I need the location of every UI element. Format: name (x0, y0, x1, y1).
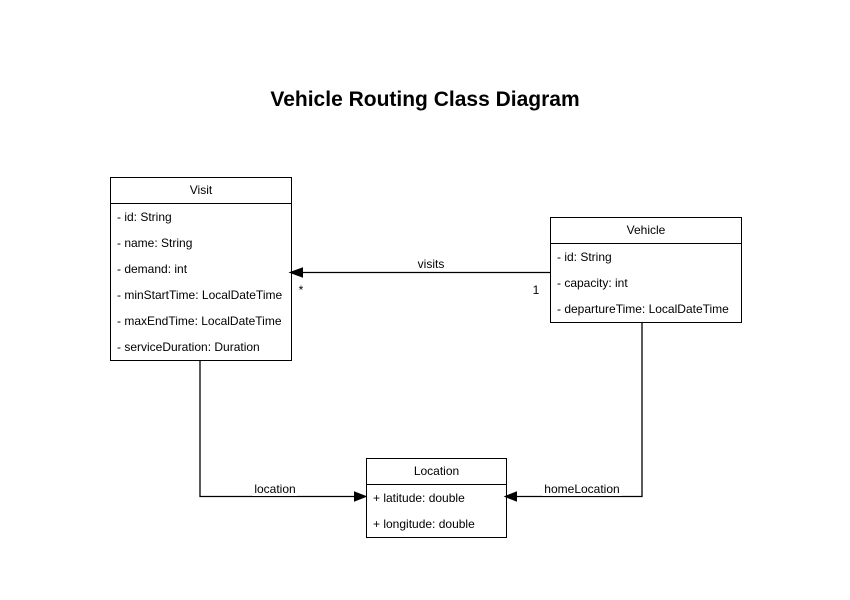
class-name-location: Location (367, 459, 506, 485)
class-attribute: - id: String (557, 250, 612, 264)
class-name-vehicle: Vehicle (551, 218, 741, 244)
multiplicity-visit-end: * (298, 283, 304, 297)
class-attribute: + latitude: double (373, 491, 465, 505)
class-attribute: - serviceDuration: Duration (117, 340, 260, 354)
class-attribute: - id: String (117, 210, 172, 224)
class-box-visit[interactable]: Visit - id: String - name: String - dema… (110, 177, 292, 361)
class-attribute: - capacity: int (557, 276, 628, 290)
multiplicity-vehicle-end: 1 (532, 283, 540, 297)
edge-location-line[interactable] (199, 361, 355, 498)
class-attributes-visit: - id: String - name: String - demand: in… (111, 204, 291, 360)
edge-label-home-location: homeLocation (542, 482, 622, 496)
class-attributes-vehicle: - id: String - capacity: int - departure… (551, 244, 741, 322)
class-attribute: + longitude: double (373, 517, 475, 531)
edge-home-location-line[interactable] (516, 322, 643, 498)
class-box-vehicle[interactable]: Vehicle - id: String - capacity: int - d… (550, 217, 742, 323)
class-attribute: - demand: int (117, 262, 188, 276)
edge-location-arrowhead-icon (354, 491, 368, 502)
class-name-visit: Visit (111, 178, 291, 204)
class-attributes-location: + latitude: double + longitude: double (367, 485, 506, 537)
class-attribute: - name: String (117, 236, 193, 250)
edge-label-location: location (252, 482, 298, 496)
edge-label-visits: visits (415, 257, 447, 271)
class-box-location[interactable]: Location + latitude: double + longitude:… (366, 458, 507, 538)
class-attribute: - minStartTime: LocalDateTime (117, 288, 283, 302)
diagram-title: Vehicle Routing Class Diagram (270, 88, 580, 111)
class-attribute: - departureTime: LocalDateTime (557, 302, 729, 316)
class-attribute: - maxEndTime: LocalDateTime (117, 314, 282, 328)
